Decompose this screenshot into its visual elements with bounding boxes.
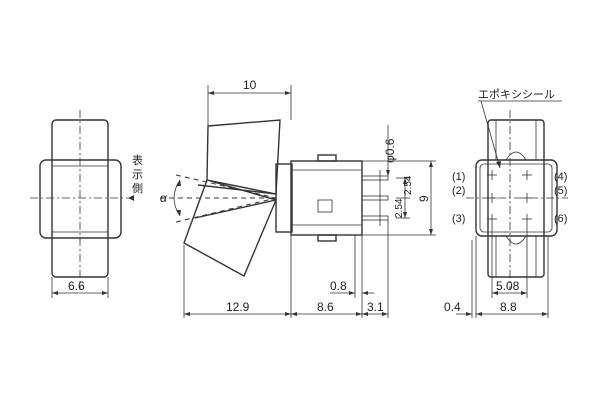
terminals bbox=[361, 170, 389, 226]
rear-view: エポキシシール (1) (2) (3) (4) (5) (6) bbox=[444, 88, 568, 318]
pin-label-5: (5) bbox=[554, 185, 567, 197]
pin-label-1: (1) bbox=[452, 171, 465, 183]
side-view: 10 α φ0.6 bbox=[160, 78, 436, 318]
housing-bottom-tab bbox=[317, 234, 337, 242]
pin-diameter-label: φ0.6 bbox=[383, 138, 397, 163]
housing-front-flange bbox=[275, 163, 293, 233]
housing-top-tab bbox=[317, 154, 337, 162]
front-width-dim: 6.6 bbox=[68, 279, 85, 293]
angle-alpha-label: α bbox=[160, 191, 168, 205]
dim-0-4: 0.4 bbox=[444, 300, 461, 314]
display-side-label-1: 表 bbox=[132, 153, 143, 167]
rear-body-outline bbox=[487, 119, 545, 278]
epoxy-seal-label: エポキシシール bbox=[478, 88, 555, 101]
side-top-dim: 10 bbox=[243, 78, 257, 92]
terminal-pins bbox=[487, 170, 532, 224]
dim-8-6: 8.6 bbox=[317, 300, 334, 314]
pin-label-6: (6) bbox=[554, 213, 567, 225]
offset-dim: 0.8 bbox=[330, 279, 347, 293]
pitch-label-upper: 2.54 bbox=[403, 175, 414, 195]
display-side-label-2: 示 bbox=[132, 169, 143, 181]
dim-12-9: 12.9 bbox=[226, 300, 250, 314]
dim-3-1: 3.1 bbox=[367, 300, 384, 314]
front-collar-outline bbox=[39, 159, 122, 239]
pin-label-2: (2) bbox=[452, 185, 465, 197]
pin-pitch-dim: 5.08 bbox=[496, 279, 520, 293]
front-view: 表 示 側 6.6 bbox=[30, 110, 143, 298]
pin-label-3: (3) bbox=[452, 213, 465, 225]
rocker-lower bbox=[183, 179, 277, 277]
pitch-label-lower: 2.54 bbox=[394, 198, 405, 218]
dim-8-8: 8.8 bbox=[500, 300, 517, 314]
pin-label-4: (4) bbox=[554, 171, 567, 183]
display-side-label-3: 側 bbox=[132, 182, 143, 195]
height-dim: 9 bbox=[417, 195, 431, 202]
pin-diameter-dim: φ0.6 bbox=[383, 125, 397, 176]
housing-body bbox=[290, 160, 363, 236]
